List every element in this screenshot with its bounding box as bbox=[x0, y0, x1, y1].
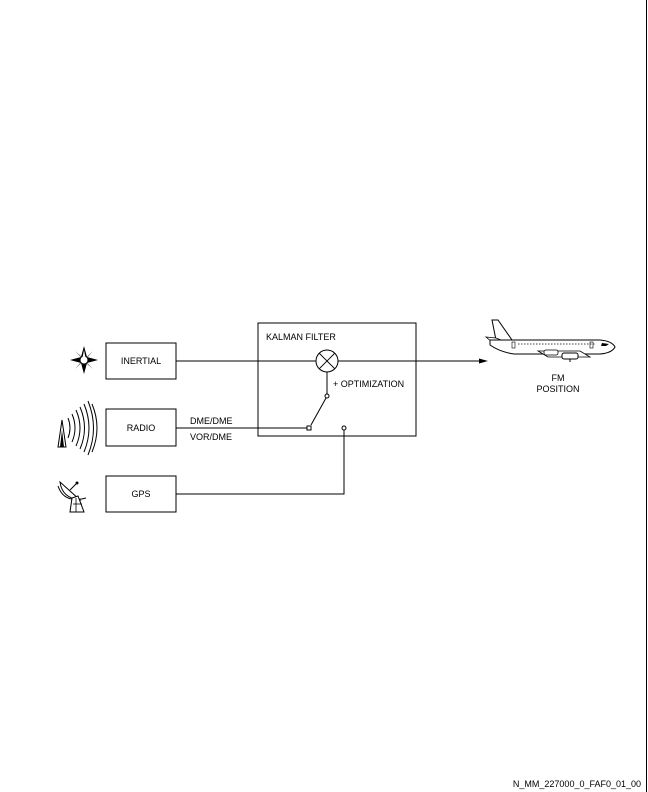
vor-dme-label: VOR/DME bbox=[190, 432, 232, 442]
gps-switch-contact bbox=[341, 425, 347, 431]
radio-label: RADIO bbox=[127, 423, 156, 433]
dme-dme-label: DME/DME bbox=[190, 416, 233, 426]
switch-pivot bbox=[324, 393, 330, 399]
fm-position-label-line2: POSITION bbox=[536, 384, 579, 394]
gps-block bbox=[105, 475, 177, 513]
fm-position-label-line1: FM bbox=[552, 373, 565, 383]
switch-blade bbox=[310, 397, 327, 426]
compass-star-icon bbox=[70, 346, 98, 374]
figure-reference: N_MM_227000_0_FAF0_01_00 bbox=[513, 779, 641, 789]
gps-label: GPS bbox=[131, 489, 150, 499]
satellite-dish-icon bbox=[57, 480, 87, 513]
radio-switch-contact bbox=[306, 425, 312, 431]
optimization-label: + OPTIMIZATION bbox=[333, 379, 404, 389]
inertial-label: INERTIAL bbox=[121, 356, 161, 366]
page-edge-line bbox=[646, 0, 647, 792]
output-arrowhead bbox=[479, 358, 488, 364]
kalman-filter-label: KALMAN FILTER bbox=[266, 332, 336, 342]
kalman-filter-block bbox=[257, 322, 417, 437]
gps-connector bbox=[176, 430, 345, 495]
aircraft-icon bbox=[484, 319, 616, 362]
radio-antenna-icon bbox=[57, 400, 98, 456]
mixer-circle-icon bbox=[315, 349, 339, 373]
